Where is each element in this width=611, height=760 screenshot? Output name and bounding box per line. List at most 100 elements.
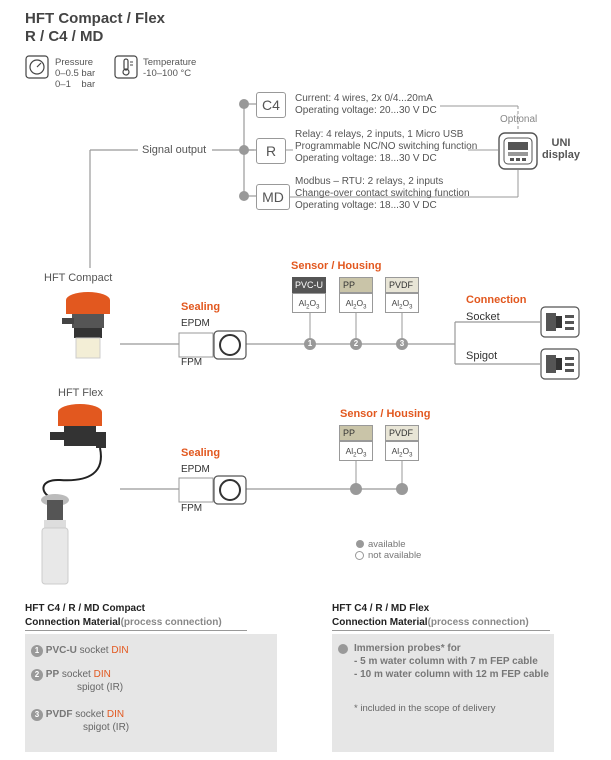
flex-sensor-image	[41, 404, 106, 585]
output-r-line2: Programmable NC/NO switching function	[295, 141, 478, 152]
temperature-label: Temperature	[143, 57, 197, 68]
output-c4-line1: 4 wires, 2x 0/4...20mA	[331, 93, 433, 104]
compact-sensor-housing-label: Sensor / Housing	[291, 260, 382, 272]
output-c4-line2: Operating voltage: 20...30 V DC	[295, 105, 437, 116]
compact-seal-ring-icon	[178, 330, 247, 360]
item-text: socket	[72, 709, 105, 720]
item-din: DIN	[111, 645, 129, 656]
flex-sensor-housing-label: Sensor / Housing	[340, 408, 431, 420]
material-bottom-label: Al2O3	[292, 293, 326, 313]
flex-dot-pvdf	[396, 483, 408, 495]
panel-right-divider	[332, 630, 550, 631]
output-c4-title: Current:	[295, 93, 332, 104]
flex-material-pvdf: PVDF Al2O3	[385, 425, 419, 461]
output-md-line1: 2 relays, 2 inputs	[364, 176, 444, 187]
panel-right-line-3: - 10 m water column with 12 m FEP cable	[354, 669, 549, 680]
panel-right: Immersion probes* for - 5 m water column…	[332, 634, 554, 752]
item-number: 2	[31, 669, 43, 681]
panel-left-item-2: 2 PP socket DIN spigot (IR)	[31, 668, 123, 694]
output-code-c4: C4	[256, 92, 286, 118]
uni-display-title: UNI display	[541, 137, 581, 161]
uni-line-1: UNI	[551, 137, 571, 149]
flex-label: HFT Flex	[58, 387, 104, 399]
material-top-label: PP	[339, 277, 373, 293]
compact-material-pvcu: PVC-U Al2O3	[292, 277, 326, 313]
material-bottom-label: Al2O3	[339, 441, 373, 461]
output-r-description: Relay: 4 relays, 2 inputs, 1 Micro USB P…	[295, 129, 477, 165]
socket-label: Socket	[466, 311, 500, 323]
material-bottom-label: Al2O3	[385, 441, 419, 461]
output-r-title: Relay:	[295, 129, 324, 140]
thermometer-icon	[114, 55, 138, 79]
panel-left-heading-1: HFT C4 / R / MD Compact	[25, 603, 146, 614]
flex-fpm-label: FPM	[181, 503, 203, 514]
panel-right-heading-2a: Connection Material	[332, 617, 428, 628]
compact-material-pvdf: PVDF Al2O3	[385, 277, 419, 313]
pressure-gauge-icon	[25, 55, 49, 79]
material-top-label: PVDF	[385, 277, 419, 293]
item-material: PVDF	[45, 709, 73, 720]
item-text: socket	[59, 669, 91, 680]
spigot-connector-icon	[540, 348, 580, 380]
flex-dot-pp	[350, 483, 362, 495]
flex-seal-ring-icon	[178, 475, 247, 505]
uni-line-2: display	[542, 149, 580, 161]
compact-dot-3: 3	[396, 338, 408, 350]
item-text: socket	[76, 645, 109, 656]
panel-right-heading-1: HFT C4 / R / MD Flex	[332, 603, 430, 614]
flex-sealing-label: Sealing	[181, 447, 221, 459]
output-code-md: MD	[256, 184, 290, 210]
title-line-1: HFT Compact / Flex	[25, 10, 166, 27]
compact-material-pp: PP Al2O3	[339, 277, 373, 313]
pressure-label: Pressure	[55, 57, 94, 68]
compact-epdm-label: EPDM	[181, 318, 210, 329]
panel-right-line-2: - 5 m water column with 7 m FEP cable	[354, 656, 538, 667]
panel-right-footnote: * included in the scope of delivery	[354, 703, 496, 714]
panel-right-text: Immersion probes* for - 5 m water column…	[354, 642, 549, 681]
panel-right-dot	[338, 644, 348, 654]
output-md-line2: Change-over contact switching function	[295, 188, 470, 199]
connection-label: Connection	[466, 294, 527, 306]
panel-left-divider	[25, 630, 247, 631]
compact-sealing-label: Sealing	[181, 301, 221, 313]
item-number: 3	[31, 709, 43, 721]
panel-left-item-1: 1 PVC-U socket DIN	[31, 644, 129, 657]
item-din: DIN	[106, 709, 125, 720]
item-extra: spigot (IR)	[83, 722, 130, 733]
panel-left-heading-2b: (process connection)	[120, 617, 222, 628]
output-r-line3: Operating voltage: 18...30 V DC	[295, 153, 437, 164]
pressure-value-1: 0–0.5 bar	[55, 68, 96, 79]
display-unit-icon	[498, 132, 538, 170]
uni-optional-label: Optional	[500, 114, 538, 125]
output-code-r: R	[256, 138, 286, 164]
output-md-title: Modbus – RTU:	[295, 176, 365, 187]
output-r-line1: 4 relays, 2 inputs, 1 Micro USB	[323, 129, 464, 140]
item-material: PVC-U	[45, 645, 77, 656]
item-extra: spigot (IR)	[77, 682, 124, 693]
compact-label: HFT Compact	[44, 272, 113, 284]
compact-fpm-label: FPM	[181, 357, 203, 368]
material-bottom-label: Al2O3	[339, 293, 373, 313]
flex-material-pp: PP Al2O3	[339, 425, 373, 461]
panel-right-heading-2: Connection Material(process connection)	[332, 616, 529, 629]
spigot-label: Spigot	[466, 350, 498, 362]
item-material: PP	[45, 669, 60, 680]
item-number: 1	[31, 645, 43, 657]
compact-dot-2: 2	[350, 338, 362, 350]
material-top-label: PVC-U	[292, 277, 326, 293]
panel-left-heading-2: Connection Material(process connection)	[25, 616, 222, 629]
panel-left-heading-2a: Connection Material	[25, 617, 121, 628]
output-c4-description: Current: 4 wires, 2x 0/4...20mA Operatin…	[295, 93, 437, 117]
legend-not-available-label: not available	[368, 550, 422, 561]
material-top-label: PP	[339, 425, 373, 441]
legend-available-dot	[356, 540, 364, 548]
output-md-line3: Operating voltage: 18...30 V DC	[295, 200, 437, 211]
socket-connector-icon	[540, 306, 580, 338]
flex-epdm-label: EPDM	[181, 464, 210, 475]
panel-right-heading-2b: (process connection)	[427, 617, 529, 628]
panel-left-item-3: 3 PVDF socket DIN spigot (IR)	[31, 708, 129, 734]
legend-available-label: available	[368, 539, 406, 550]
panel-right-line-1: Immersion probes* for	[354, 643, 461, 654]
item-din: DIN	[93, 669, 111, 680]
signal-output-label: Signal output	[142, 144, 207, 156]
